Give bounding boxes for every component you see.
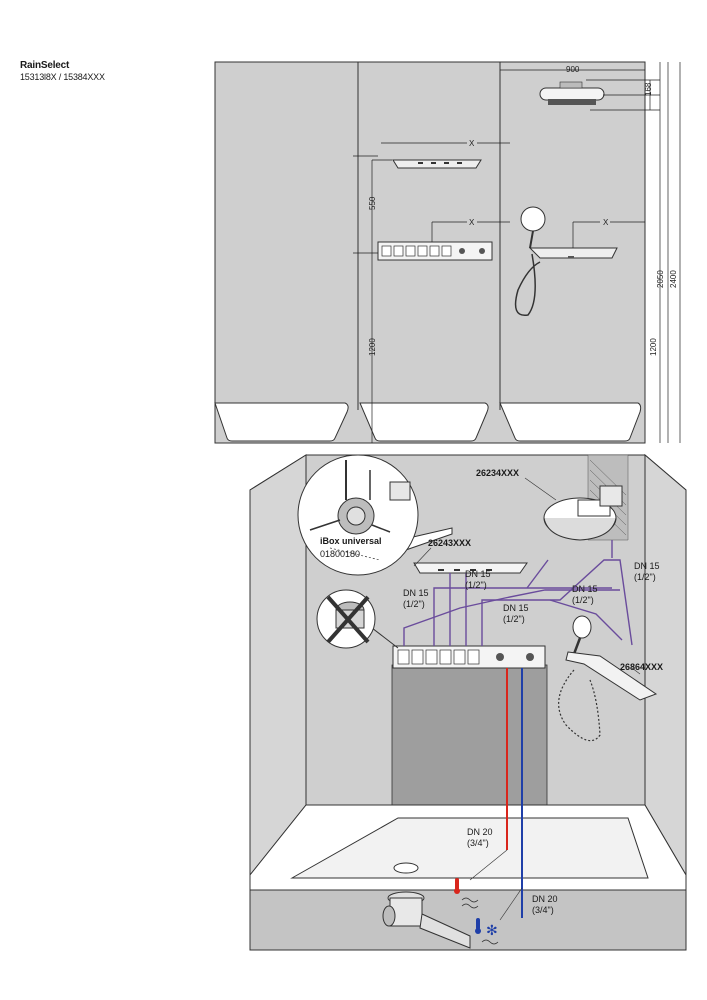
shower-module-26243 [413,562,528,574]
dn15-label-b-inch: (1/2") [403,599,425,609]
dim-height-2050: 2050 [656,270,665,288]
ibox-callout [297,454,453,576]
hot-water-icon [454,878,479,909]
thermostat-control-bar [353,241,493,261]
dn15-label-d-inch: (1/2") [634,572,656,582]
control-bar-3d [392,645,546,669]
front-elevation: 900 168 2050 2400 1200 550 1200 X X X [214,61,681,444]
dim-height-2400: 2400 [669,270,678,288]
dn20-label-hot: DN 20 [467,827,493,837]
dim-head-168: 168 [644,82,653,96]
dim-height-1200-left: 1200 [368,338,377,356]
dim-width-900: 900 [566,65,580,74]
dn15-label-a: DN 15 [465,569,491,579]
dn20-label-cold: DN 20 [532,894,558,904]
installation-perspective: ✻ iBox universal 01800180 [249,453,687,951]
bathtub-row [214,402,642,442]
drain-assembly [382,891,471,949]
dimension-lines [371,62,681,443]
supply-pipes-dn15 [403,540,633,646]
ibox-code: 01800180 [320,549,360,559]
hand-shower-set [514,206,618,317]
overhead-shower [539,81,605,105]
ceiling-shower-26234 [543,485,623,541]
shower-module-upper [353,155,482,169]
header-block: RainSelect 15313l8X / 15384XXX [20,60,105,82]
dn15-label-d: DN 15 [634,561,660,571]
dn20-label-hot-inch: (3/4") [467,838,489,848]
dim-550: 550 [368,196,377,210]
part-label-26243: 26243XXX [428,538,471,548]
dn20-label-cold-inch: (3/4") [532,905,554,915]
product-codes: 15313l8X / 15384XXX [20,72,105,82]
prohibited-fitting-callout [316,589,399,649]
dim-x-mid: X [469,218,475,227]
dn15-label-c-inch: (1/2") [572,595,594,605]
dn15-label-e: DN 15 [503,603,529,613]
hand-shower-26864 [558,615,658,742]
dn15-label-a-inch: (1/2") [465,580,487,590]
dn15-label-e-inch: (1/2") [503,614,525,624]
cold-water-icon: ✻ [475,918,499,945]
ibox-name: iBox universal [320,536,382,546]
part-label-26864: 26864XXX [620,662,663,672]
dn15-label-b: DN 15 [403,588,429,598]
install-panel [391,664,548,811]
dim-x-right: X [603,218,609,227]
dim-x-upper: X [469,139,475,148]
part-label-26234: 26234XXX [476,468,519,478]
svg-text:✻: ✻ [486,923,498,939]
dn15-label-c: DN 15 [572,584,598,594]
dim-height-1200-right: 1200 [649,338,658,356]
product-title: RainSelect [20,60,70,71]
